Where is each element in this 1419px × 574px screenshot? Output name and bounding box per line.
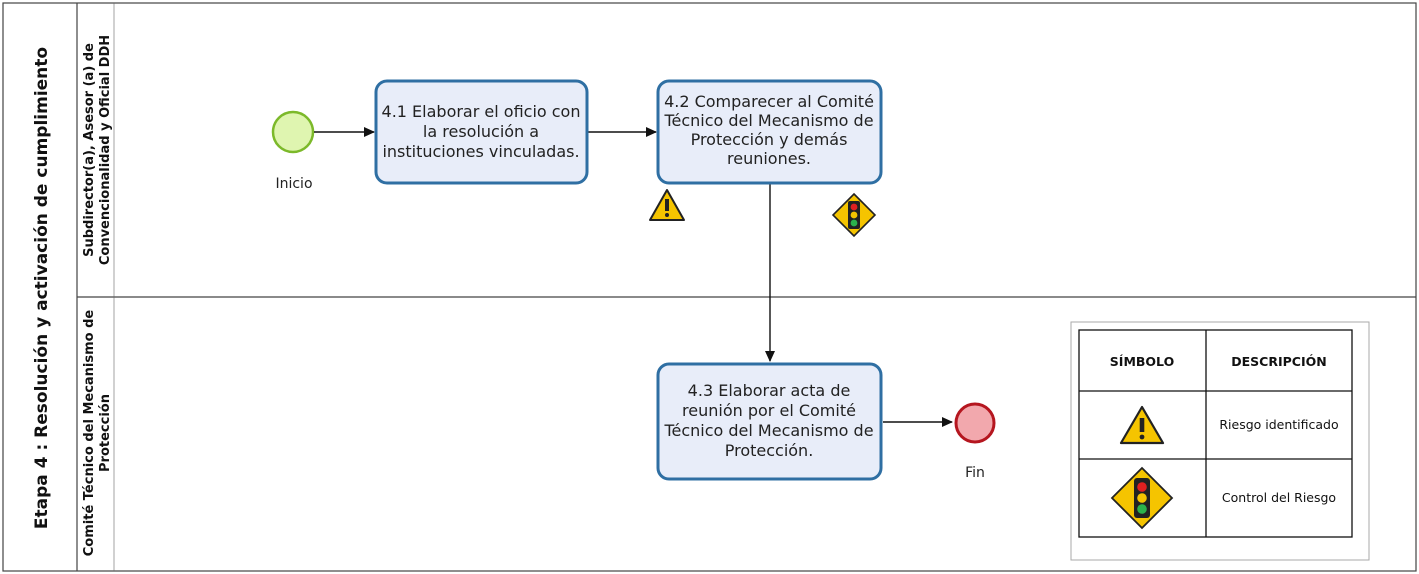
task-4-3-line2: reunión por el Comité bbox=[682, 401, 856, 420]
warning-triangle-icon bbox=[649, 189, 685, 221]
start-event-label: Inicio bbox=[275, 176, 312, 192]
lane-2-header: Comité Técnico del Mecanismo de Protecci… bbox=[82, 310, 113, 557]
lane-2-label-line1: Comité Técnico del Mecanismo de bbox=[82, 310, 97, 557]
task-4-3-line1: 4.3 Elaborar acta de bbox=[688, 381, 851, 400]
task-4-2-line2: Técnico del Mecanismo de bbox=[663, 111, 873, 130]
task-4-2-box[interactable] bbox=[656, 79, 883, 185]
task-4-1-line1: 4.1 Elaborar el oficio con bbox=[382, 102, 581, 121]
lane-1-label-line1: Subdirector(a), Asesor (a) de bbox=[82, 43, 97, 257]
traffic-light-icon bbox=[831, 192, 877, 238]
task-4-2[interactable]: 4.2 Comparecer al Comité Técnico del Mec… bbox=[656, 79, 883, 185]
task-4-2-line3: Protección y demás bbox=[691, 130, 848, 149]
task-4-3-box[interactable] bbox=[656, 362, 883, 481]
legend-row-1-description: Riesgo identificado bbox=[1219, 417, 1338, 432]
legend-header-symbol: SÍMBOLO bbox=[1110, 354, 1174, 369]
pool-title: Etapa 4 : Resolución y activación de cum… bbox=[32, 47, 52, 529]
lane-1-label-line2: Convencionalidad y Oficial DDH bbox=[98, 35, 113, 265]
task-4-2-line4: reuniones. bbox=[727, 149, 811, 168]
task-4-2-line1: 4.2 Comparecer al Comité bbox=[664, 92, 874, 111]
task-4-3-line4: Protección. bbox=[725, 441, 814, 460]
legend-header-description: DESCRIPCIÓN bbox=[1231, 354, 1326, 369]
task-4-1-line2: la resolución a bbox=[423, 122, 539, 141]
legend-row-2-description: Control del Riesgo bbox=[1222, 490, 1336, 505]
task-4-1-line3: instituciones vinculadas. bbox=[382, 142, 579, 161]
legend-traffic-light-icon bbox=[1110, 466, 1174, 530]
end-event[interactable] bbox=[954, 402, 996, 444]
task-4-3-line3: Técnico del Mecanismo de bbox=[663, 421, 873, 440]
legend: SÍMBOLO DESCRIPCIÓN Riesgo identificado … bbox=[1070, 321, 1370, 561]
legend-warning-triangle-icon bbox=[1119, 405, 1165, 445]
start-event[interactable] bbox=[271, 110, 315, 154]
lane-2-label-line2: Protección bbox=[98, 394, 113, 472]
task-4-1-box[interactable] bbox=[374, 79, 589, 185]
task-4-1[interactable]: 4.1 Elaborar el oficio con la resolución… bbox=[374, 79, 589, 185]
task-4-3[interactable]: 4.3 Elaborar acta de reunión por el Comi… bbox=[656, 362, 883, 481]
lane-1-header: Subdirector(a), Asesor (a) de Convencion… bbox=[82, 35, 113, 265]
end-event-label: Fin bbox=[965, 465, 985, 481]
